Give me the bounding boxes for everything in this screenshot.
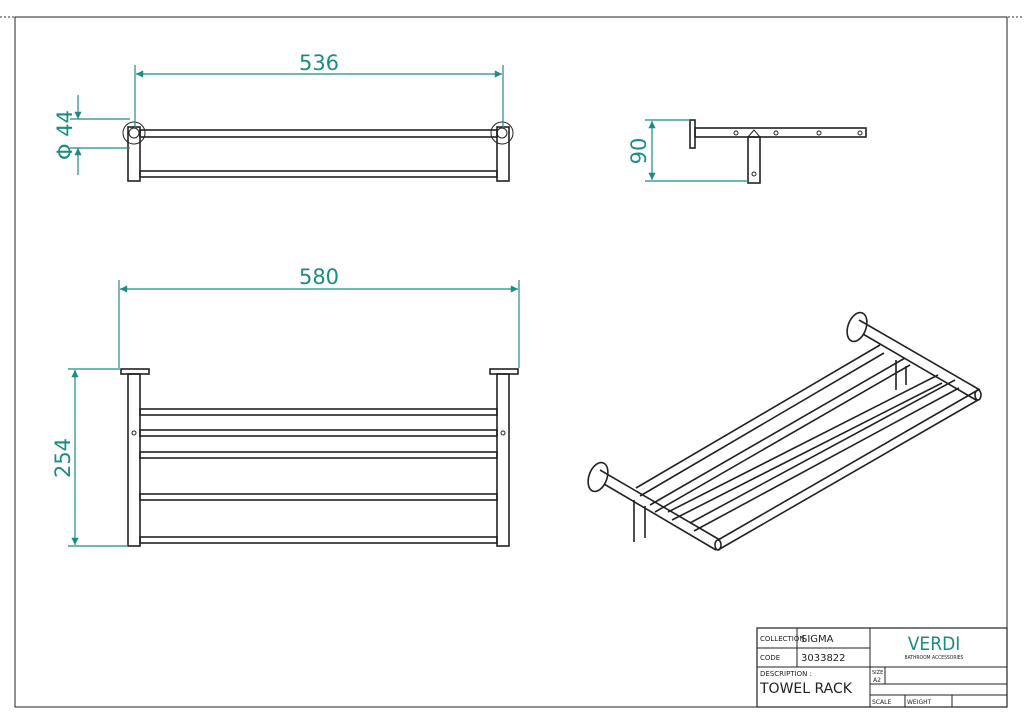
brand-logo: VERDI bbox=[908, 633, 961, 655]
code-value: 3033822 bbox=[801, 653, 846, 664]
code-label: CODE bbox=[760, 654, 780, 662]
side-view: 90 bbox=[627, 119, 867, 184]
dimension-diameter-44: Φ 44 bbox=[53, 110, 77, 160]
title-block: COLLECTION SIGMA CODE 3033822 DESCRIPTIO… bbox=[756, 627, 1008, 708]
weight-label: WEIGHT bbox=[907, 699, 932, 706]
dimension-536: 536 bbox=[299, 51, 339, 75]
dimension-580: 580 bbox=[299, 265, 339, 289]
size-value: A2 bbox=[873, 677, 881, 684]
top-view: 536 Φ 44 bbox=[53, 51, 514, 182]
collection-value: SIGMA bbox=[801, 634, 834, 645]
size-label: SIZE bbox=[872, 670, 883, 676]
description-label: DESCRIPTION : bbox=[760, 670, 812, 678]
collection-label: COLLECTION bbox=[760, 635, 805, 643]
front-view: 580 254 bbox=[51, 265, 520, 547]
isometric-view bbox=[587, 311, 982, 551]
dimension-90: 90 bbox=[627, 138, 651, 165]
description-value: TOWEL RACK bbox=[759, 681, 853, 697]
brand-tagline: BATHROOM ACCESSORIES bbox=[905, 655, 964, 661]
drawing-frame bbox=[14, 16, 1008, 708]
dimension-254: 254 bbox=[51, 438, 75, 478]
scale-label: SCALE bbox=[872, 699, 891, 706]
